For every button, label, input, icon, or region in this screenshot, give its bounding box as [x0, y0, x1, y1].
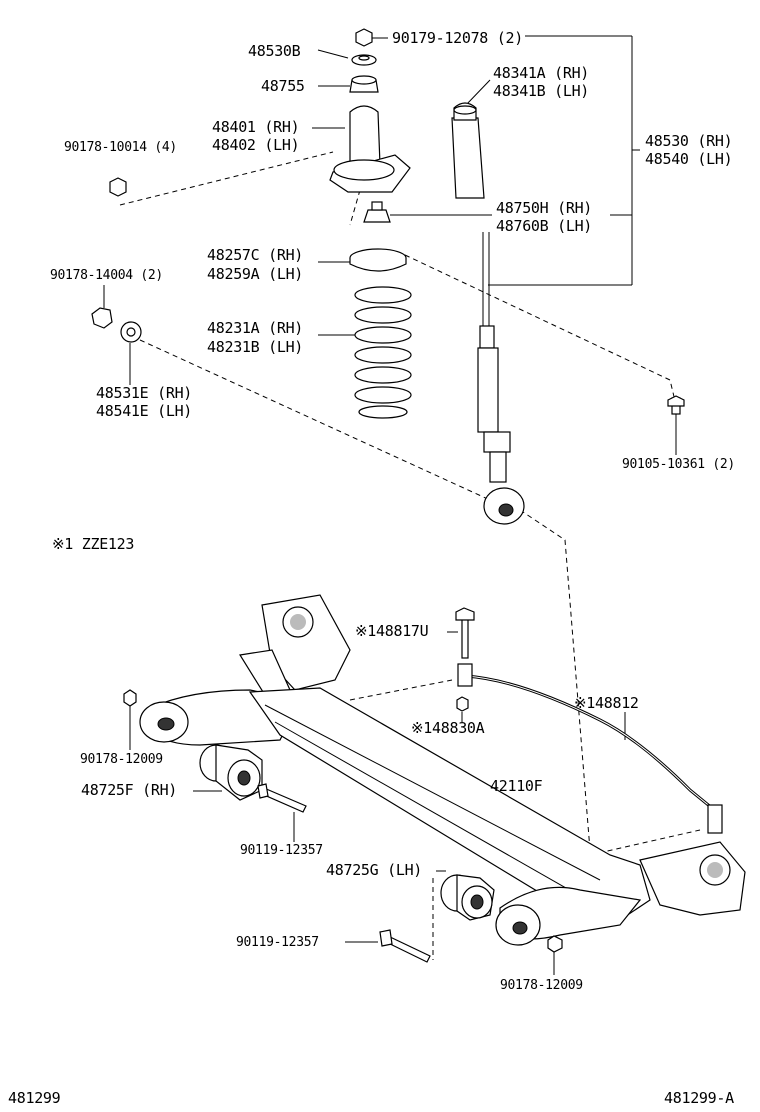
- footer-ref-left: 481299: [8, 1089, 61, 1107]
- note-zze123: ※1 ZZE123: [52, 535, 135, 553]
- label-48530: 48530 (RH): [645, 132, 733, 150]
- footer-ref-right: 481299-A: [664, 1089, 734, 1107]
- label-48401: 48401 (RH): [212, 118, 300, 136]
- label-48760b: 48760B (LH): [496, 217, 593, 235]
- label-90178-14004: 90178-14004 (2): [50, 268, 163, 283]
- label-48750h: 48750H (RH): [496, 199, 593, 217]
- label-48341b: 48341B (LH): [493, 82, 590, 100]
- label-48341a: 48341A (RH): [493, 64, 590, 82]
- label-90178-10014: 90178-10014 (4): [64, 140, 177, 155]
- axle-beam: [123, 594, 746, 963]
- label-148817u: ※148817U: [355, 622, 429, 640]
- label-90119-12357-upper: 90119-12357: [240, 843, 323, 858]
- label-90105-10361: 90105-10361 (2): [622, 457, 735, 472]
- label-48257c: 48257C (RH): [207, 246, 304, 264]
- label-48231b: 48231B (LH): [207, 338, 304, 356]
- label-90178-12009-upper: 90178-12009: [80, 752, 163, 767]
- label-148812: ※148812: [574, 694, 639, 712]
- label-48231a: 48231A (RH): [207, 319, 304, 337]
- label-48725f: 48725F (RH): [81, 781, 178, 799]
- label-42110f: 42110F: [490, 777, 543, 795]
- label-90119-12357-lower: 90119-12357: [236, 935, 319, 950]
- strut-components: [91, 28, 685, 525]
- label-48541e: 48541E (LH): [96, 402, 193, 420]
- label-48531e: 48531E (RH): [96, 384, 193, 402]
- label-48725g: 48725G (LH): [326, 861, 423, 879]
- label-48259a: 48259A (LH): [207, 265, 304, 283]
- assembly-dashed-lines: [119, 151, 701, 960]
- label-48755: 48755: [261, 77, 305, 95]
- label-90178-12009-lower: 90178-12009: [500, 978, 583, 993]
- label-90179-12078: 90179-12078 (2): [392, 29, 523, 47]
- label-48402: 48402 (LH): [212, 136, 300, 154]
- label-48530b: 48530B: [248, 42, 301, 60]
- label-148830a: ※148830A: [411, 719, 485, 737]
- label-48540: 48540 (LH): [645, 150, 733, 168]
